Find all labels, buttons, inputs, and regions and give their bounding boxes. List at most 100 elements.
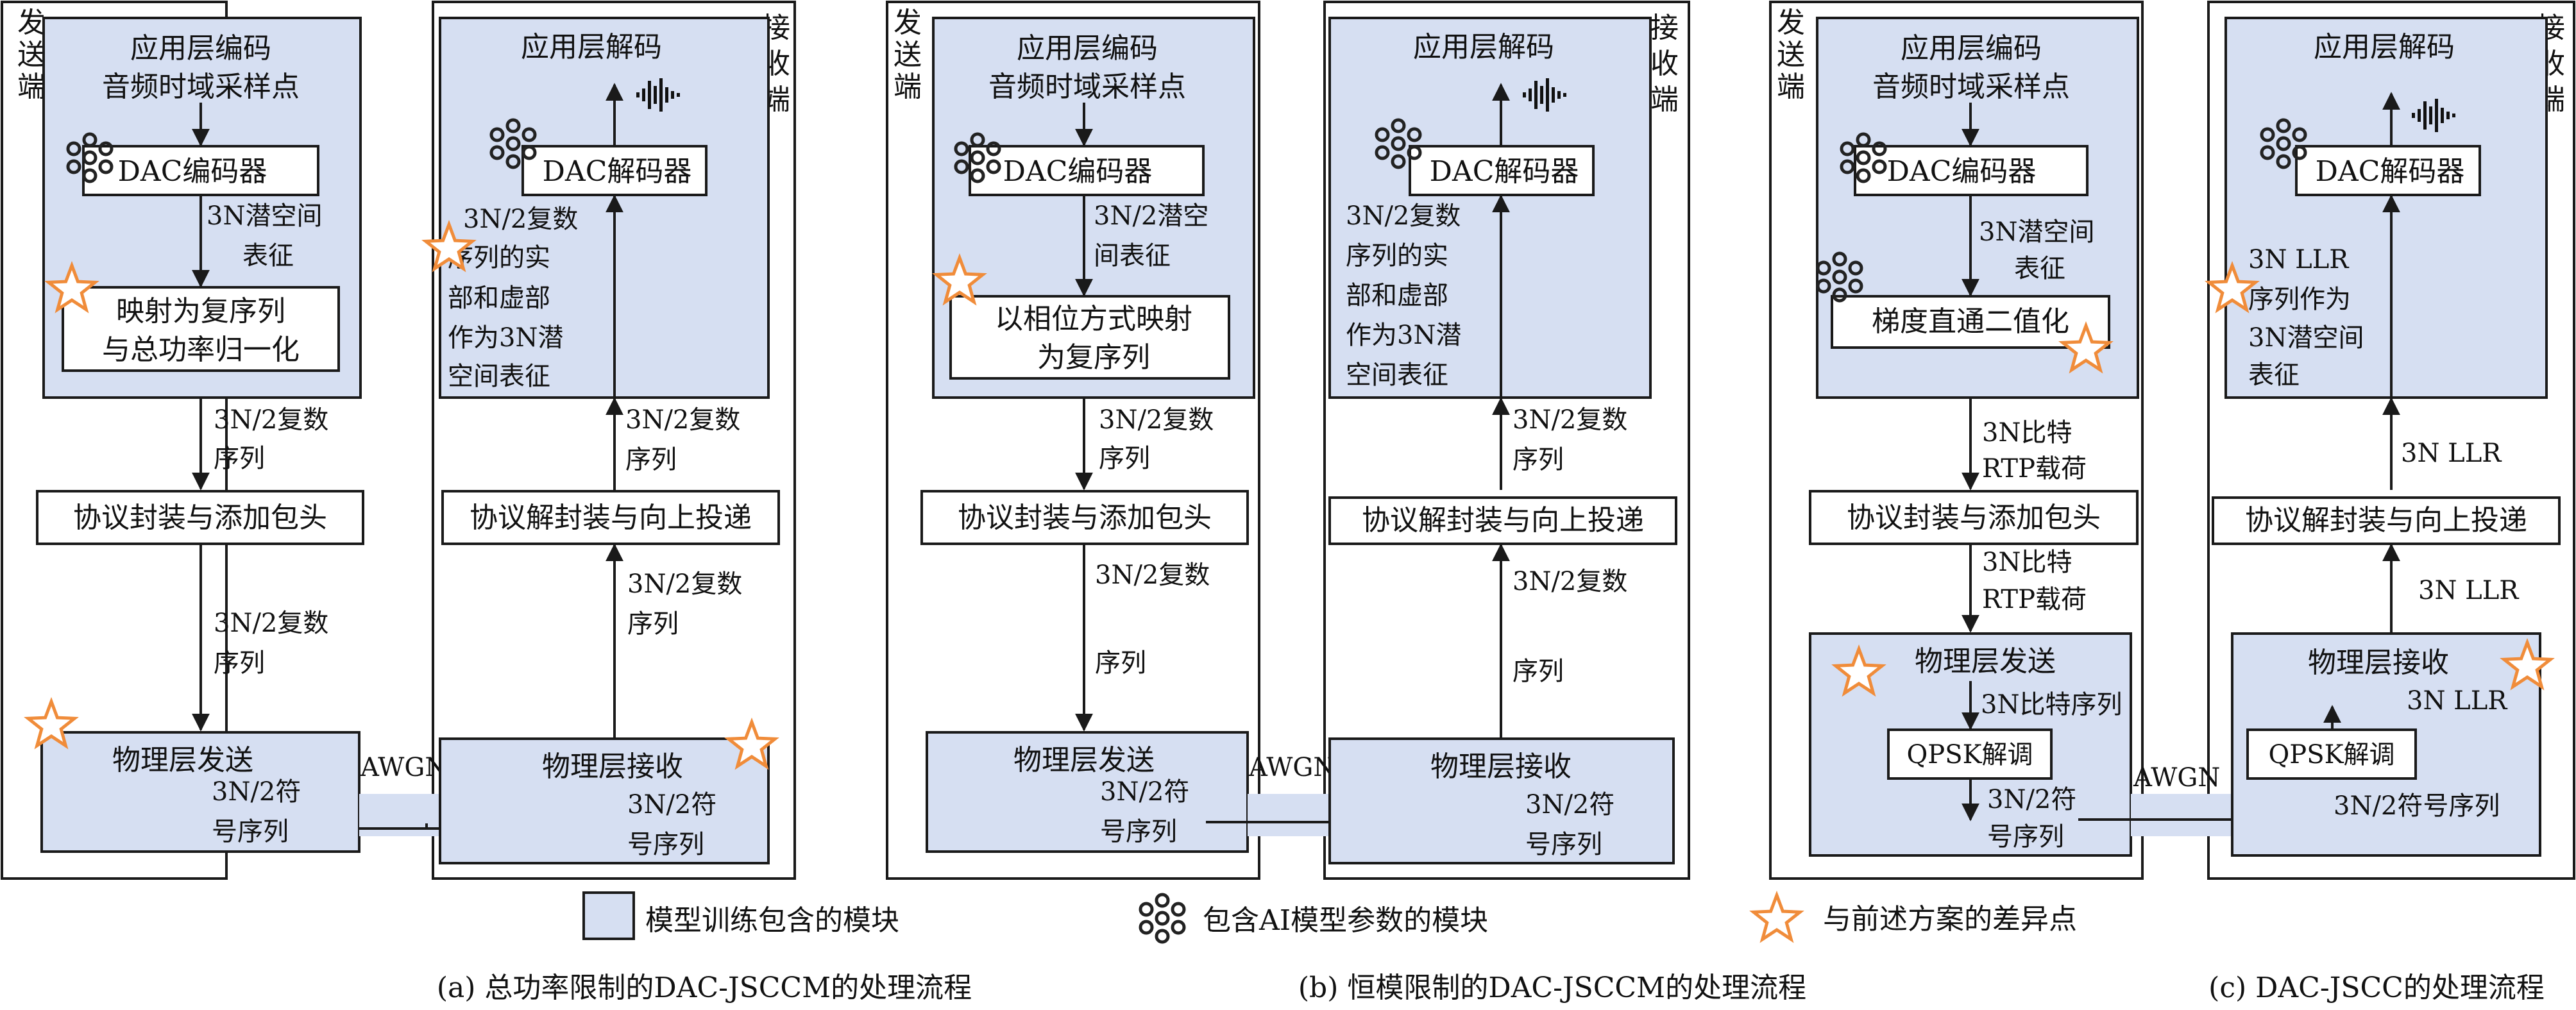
complex-seq2-line-1: 3N/2复数 xyxy=(1095,560,1210,590)
dac-decoder-box xyxy=(521,145,708,196)
rx-latent-line-5: 空间表征 xyxy=(448,362,550,391)
map-line-1: 映射为复序列 xyxy=(116,295,285,328)
rx-latent-line-4: 作为3N潜 xyxy=(448,323,563,353)
protocol-tx-box xyxy=(36,490,364,545)
protocol-rx-label: 协议解封装与向上投递 xyxy=(1362,504,1644,537)
rx-complex-line-2: 序列 xyxy=(1513,445,1564,475)
rx-frame xyxy=(2207,1,2575,880)
tx-sample-text: 音频时域采样点 xyxy=(102,71,300,103)
awgn-label: AWGN xyxy=(2133,763,2220,793)
phy-tx-label: 物理层发送 xyxy=(1013,744,1155,777)
dac-encoder-box xyxy=(1854,145,2089,196)
legend-trained-label: 模型训练包含的模块 xyxy=(645,904,899,937)
protocol-rx-box xyxy=(441,490,780,545)
rx-complex2-line-1: 3N/2复数 xyxy=(627,569,742,599)
trained-swatch xyxy=(582,891,635,940)
dac-decoder-label: DAC解码器 xyxy=(543,155,692,188)
legend-ai-label: 包含AI模型参数的模块 xyxy=(1203,904,1488,937)
qpsk-tx-label: QPSK解调 xyxy=(1907,740,2033,770)
phy-tx-box xyxy=(926,731,1249,853)
panel-a: 发 送 端 接 收 端 应用层编码 音频时域采样点 DAC编码器 3N潜空间 表… xyxy=(1,1,972,1004)
rx-latent-line-1: 3N/2复数 xyxy=(1346,201,1461,231)
rx-frame xyxy=(432,1,796,880)
tx-label-1: 发 xyxy=(1777,6,1805,39)
rx-latent-line-4: 作为3N潜 xyxy=(1346,321,1461,350)
phy-tx-label: 物理层发送 xyxy=(112,744,253,777)
rx-app-title: 应用层解码 xyxy=(2314,31,2455,63)
rx-label-1: 接 xyxy=(1650,12,1679,44)
complex-seq-line-2: 序列 xyxy=(214,444,265,473)
tx-label-2: 送 xyxy=(894,38,922,71)
protocol-rx-box xyxy=(2212,496,2561,545)
phy-rx-label: 物理层接收 xyxy=(542,750,683,783)
rx-latent-line-3: 部和虚部 xyxy=(1346,281,1448,310)
rx-complex-line-2: 序列 xyxy=(625,445,677,475)
legend: 模型训练包含的模块 包含AI模型参数的模块 与前述方案的差异点 xyxy=(582,891,2077,942)
tx-label-2: 送 xyxy=(1777,38,1805,71)
protocol-rx-label: 协议解封装与向上投递 xyxy=(470,501,752,534)
dac-decoder-box xyxy=(1409,145,1595,196)
rx-symbol-line-2: 号序列 xyxy=(627,830,704,859)
map-line-2: 与总功率归一化 xyxy=(102,333,300,366)
complex-seq-line-1: 3N/2复数 xyxy=(214,405,328,435)
dac-encoder-label: DAC编码器 xyxy=(118,155,267,188)
tx-sample-text: 音频时域采样点 xyxy=(1872,71,2070,103)
rx-complex2-line-1: 3N/2复数 xyxy=(1513,567,1627,596)
rx-symbol-line-1: 3N/2符 xyxy=(1525,790,1614,820)
map-box xyxy=(949,295,1230,380)
protocol-rx-label: 协议解封装与向上投递 xyxy=(2245,504,2527,537)
tx-label-3: 端 xyxy=(894,71,922,103)
rx-latent-line-2: 序列的实 xyxy=(1346,241,1448,271)
qpsk-rx-box xyxy=(2246,728,2417,780)
awgn-label: AWGN xyxy=(1248,753,1335,782)
latent-line-1: 3N/2潜空 xyxy=(1094,201,1208,231)
tx-label-1: 发 xyxy=(17,6,46,39)
tx-symbol-line-2: 号序列 xyxy=(212,817,289,846)
tx-frame xyxy=(1769,1,2144,880)
tx-app-title: 应用层编码 xyxy=(1017,32,1158,65)
llr-label-3: 3N LLR xyxy=(2407,686,2508,716)
tx-symbol-line-1: 3N/2符 xyxy=(1987,785,2076,814)
tx-frame xyxy=(886,1,1260,880)
phy-rx-box xyxy=(1328,737,1675,864)
map-line-1: 以相位方式映射 xyxy=(995,303,1192,335)
rx-symbol-line-1: 3N/2符 xyxy=(627,790,716,820)
protocol-tx-box xyxy=(1809,490,2139,545)
rx-complex-line-1: 3N/2复数 xyxy=(1513,405,1627,435)
rx-frame xyxy=(1323,1,1690,880)
qpsk-tx-box xyxy=(1887,728,2053,780)
phy-rx-label: 物理层接收 xyxy=(1430,750,1572,783)
rx-symbol-label: 3N/2符号序列 xyxy=(2334,791,2500,821)
complex-seq2-line-1: 3N/2复数 xyxy=(214,609,328,638)
tx-frame xyxy=(1,1,228,880)
tx-label-3: 端 xyxy=(17,71,46,103)
complex-seq2-line-2: 序列 xyxy=(214,648,265,678)
ai-params-icon xyxy=(1140,895,1184,942)
channel-band xyxy=(359,794,443,836)
latent-line-2: 表征 xyxy=(2014,254,2065,283)
caption-b: (b) 恒模限制的DAC-JSCCM的处理流程 xyxy=(1298,972,1806,1004)
latent-line-1: 3N潜空间 xyxy=(207,201,322,231)
rx-latent-line-2: 序列作为 xyxy=(2248,285,2351,314)
tx-app-title: 应用层编码 xyxy=(130,32,271,65)
caption-c: (c) DAC-JSCC的处理流程 xyxy=(2208,972,2545,1004)
map-box xyxy=(62,286,340,372)
rx-latent-line-5: 空间表征 xyxy=(1346,360,1448,390)
caption-a: (a) 总功率限制的DAC-JSCCM的处理流程 xyxy=(437,972,972,1004)
phy-tx-label: 物理层发送 xyxy=(1915,645,2056,678)
tx-sample-text: 音频时域采样点 xyxy=(988,71,1186,103)
rx-label-2: 收 xyxy=(1650,47,1679,80)
legend-difference-label: 与前述方案的差异点 xyxy=(1823,903,2077,936)
phy-tx-box xyxy=(40,731,360,853)
latent-line-2: 表征 xyxy=(242,241,294,271)
complex-seq-line-2: 序列 xyxy=(1099,444,1150,473)
bits2-line-2: RTP载荷 xyxy=(1982,585,2087,614)
dac-encoder-box xyxy=(969,145,1205,196)
rx-latent-line-3: 部和虚部 xyxy=(448,283,550,313)
rx-latent-line-1: 3N/2复数 xyxy=(463,205,578,234)
panel-b: 发 送 端 接 收 端 应用层编码 音频时域采样点 DAC编码器 3N/2潜空 … xyxy=(886,1,1806,1004)
tx-symbol-line-1: 3N/2符 xyxy=(1100,777,1189,807)
llr-label-1: 3N LLR xyxy=(2401,439,2502,468)
bits2-line-1: 3N比特 xyxy=(1982,548,2072,577)
